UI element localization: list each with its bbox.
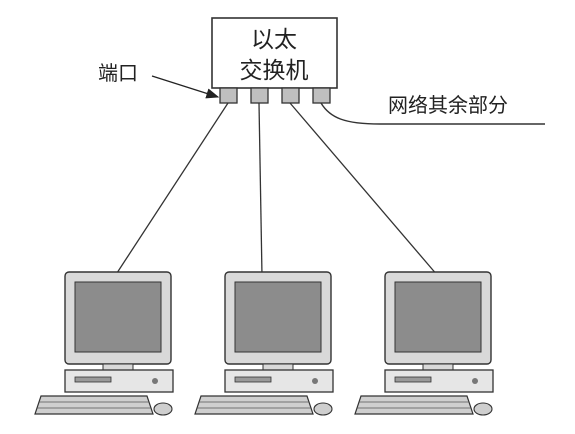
switch-label-line2: 交换机: [240, 58, 309, 84]
computer-1: [34, 271, 174, 416]
port-3: [281, 87, 300, 104]
port-label: 端口: [98, 61, 138, 85]
keyboard-icon: [194, 395, 314, 415]
desktop-case-icon: [384, 369, 494, 393]
desktop-case-icon: [224, 369, 334, 393]
monitor-icon: [224, 271, 332, 371]
port-2: [250, 87, 269, 104]
keyboard-icon: [354, 395, 474, 415]
mouse-icon: [153, 402, 173, 416]
computer-3: [354, 271, 494, 416]
monitor-icon: [384, 271, 492, 371]
mouse-icon: [313, 402, 333, 416]
port-pointer-arrow: [151, 75, 220, 99]
rest-of-network-label: 网络其余部分: [388, 93, 508, 117]
cable-pc-3: [289, 102, 439, 277]
desktop-case-icon: [64, 369, 174, 393]
cable-pc-2: [258, 102, 263, 277]
uplink-cable: [320, 102, 545, 125]
monitor-icon: [64, 271, 172, 371]
port-4: [312, 87, 331, 104]
cable-pc-1: [114, 102, 229, 277]
keyboard-icon: [34, 395, 154, 415]
switch-label-line1: 以太: [251, 27, 297, 53]
computer-2: [194, 271, 334, 416]
port-1: [219, 87, 238, 104]
switch-ports: [219, 87, 331, 104]
ethernet-switch: 以太 交换机: [211, 17, 338, 89]
mouse-icon: [473, 402, 493, 416]
